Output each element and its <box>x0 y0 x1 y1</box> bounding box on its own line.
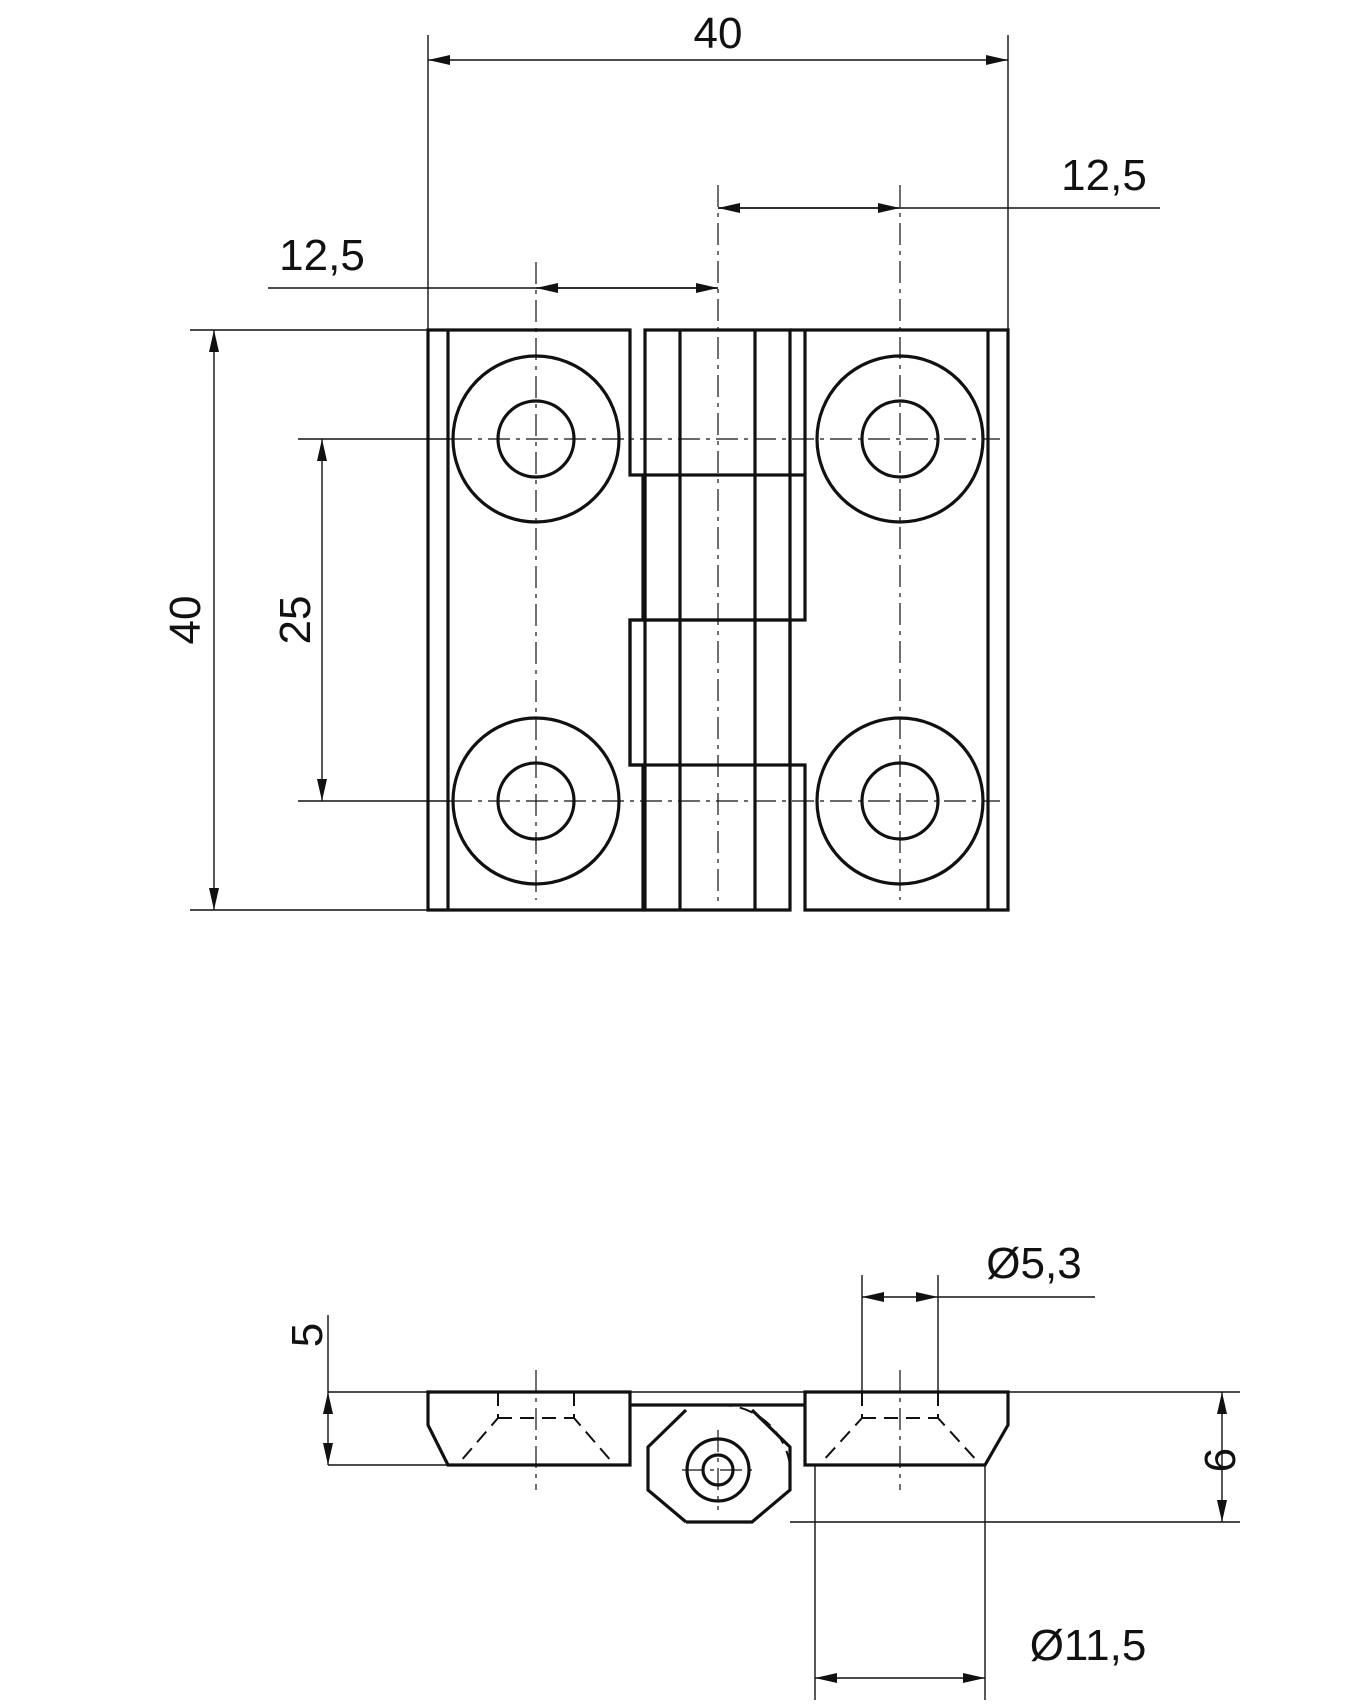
dim-leaf-thickness: 5 <box>283 1323 332 1347</box>
front-view: 40 12,5 12,5 40 25 <box>161 9 1160 912</box>
knuckle-segment-lower <box>628 618 792 767</box>
knuckle-segment-upper <box>643 473 807 622</box>
dim-left-hole-offset: 12,5 <box>279 231 365 280</box>
dim-counterbore-diameter: Ø11,5 <box>1030 1621 1147 1670</box>
side-right-countersink <box>821 1392 979 1463</box>
side-right-leaf <box>803 1390 1010 1467</box>
side-view: 5 Ø5,3 9 Ø11,5 <box>283 1239 1244 1700</box>
dim-overall-height: 40 <box>161 596 210 645</box>
knuckle-outline <box>643 328 792 912</box>
right-leaf-outline <box>790 328 1010 912</box>
side-left-countersink <box>459 1392 613 1463</box>
side-left-leaf <box>426 1390 632 1467</box>
dim-hole-diameter: Ø5,3 <box>986 1239 1081 1288</box>
dim-hole-spacing: 25 <box>271 596 320 645</box>
dim-overall-width: 40 <box>694 9 743 58</box>
dim-total-thickness: 9 <box>1195 1448 1244 1472</box>
side-knuckle <box>630 1403 805 1524</box>
side-knuckle-hidden-arc <box>717 1403 791 1466</box>
dim-right-hole-offset: 12,5 <box>1061 151 1147 200</box>
